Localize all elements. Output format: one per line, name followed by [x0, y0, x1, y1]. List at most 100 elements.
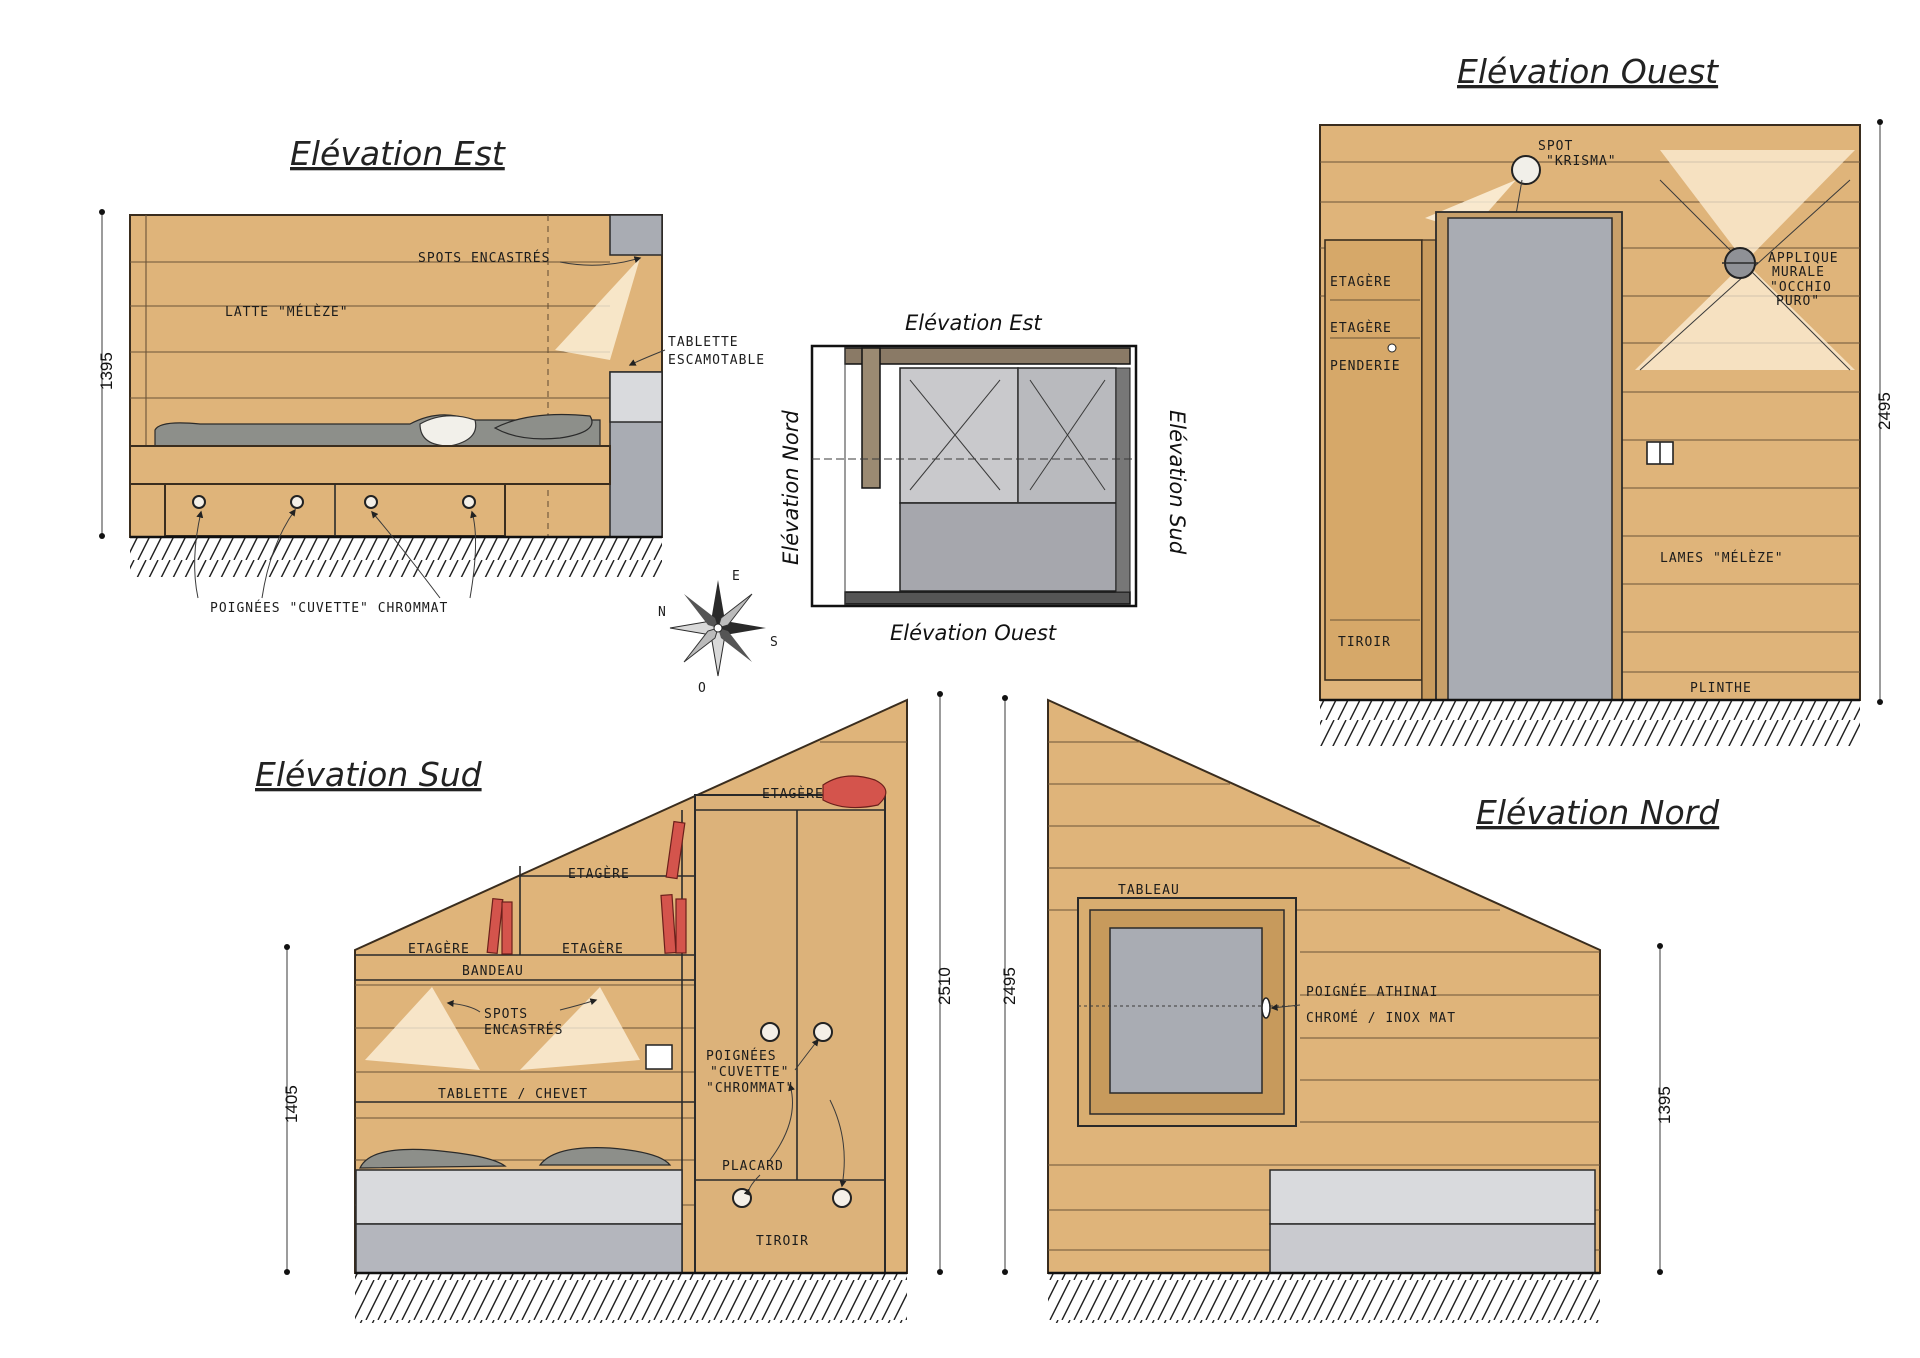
label-poignee-nord-2: CHROMÉ / INOX MAT	[1306, 1010, 1456, 1026]
label-latte-est: LATTE "MÉLÈZE"	[225, 304, 349, 320]
label-penderie: PENDERIE	[1330, 359, 1401, 374]
label-poignees-sud-2: "CUVETTE"	[710, 1065, 789, 1080]
label-tablette-chevet: TABLETTE / CHEVET	[438, 1087, 588, 1102]
dimension-nord-right: 1395	[1655, 943, 1674, 1275]
label-spot-1: SPOT	[1538, 139, 1573, 154]
plan-label-left: Elévation Nord	[779, 410, 803, 565]
label-bandeau: BANDEAU	[462, 964, 524, 979]
floor-plan: Elévation Est Elévation Ouest Elévation …	[779, 311, 1189, 645]
plan-closet	[899, 502, 1117, 592]
red-blanket	[822, 775, 887, 809]
label-tiroir-sud: TIROIR	[756, 1234, 809, 1249]
mattress-nord	[1269, 1169, 1596, 1225]
handle-sud-1	[760, 1022, 780, 1042]
window-handle-icon	[1261, 997, 1271, 1019]
label-etagere-top: ETAGÈRE	[762, 786, 824, 802]
label-etagere-ouest-2: ETAGÈRE	[1330, 320, 1392, 336]
dimension-sud-left-value: 1405	[282, 1085, 301, 1123]
label-plinthe: PLINTHE	[1690, 681, 1752, 696]
label-applique-1: APPLIQUE	[1768, 251, 1839, 266]
plan-bed	[899, 367, 1019, 504]
floor-hatch-est	[130, 537, 662, 577]
elevation-est: Elévation Est 1395	[97, 134, 765, 616]
window-glass-nord	[1109, 927, 1263, 1094]
label-etagere-mid: ETAGÈRE	[568, 866, 630, 882]
plan-label-bottom: Elévation Ouest	[890, 621, 1057, 645]
label-spots-sud-1: SPOTS	[484, 1007, 528, 1022]
elevation-ouest-title: Elévation Ouest	[1457, 52, 1719, 91]
elevation-nord-title: Elévation Nord	[1476, 793, 1720, 832]
dimension-est-value: 1395	[97, 352, 116, 390]
label-lames: LAMES "MÉLÈZE"	[1660, 550, 1784, 566]
label-applique-3: "OCCHIO	[1770, 280, 1832, 295]
label-etagere-ouest-1: ETAGÈRE	[1330, 274, 1392, 290]
handle-sud-2	[813, 1022, 833, 1042]
switch-sud-icon	[645, 1044, 673, 1070]
closet-top-est	[609, 214, 663, 256]
book-red-4	[486, 897, 504, 955]
dimension-ouest-height: 2495	[1875, 119, 1894, 705]
book-red-2	[660, 894, 677, 954]
label-etagere-left: ETAGÈRE	[408, 941, 470, 957]
pillow-white-est	[419, 415, 477, 447]
light-glow-top	[1660, 150, 1855, 262]
label-applique-2: MURALE	[1772, 265, 1825, 280]
spot-light-cone-est	[555, 258, 640, 360]
floor-hatch-nord	[1048, 1273, 1600, 1323]
handle-est-4	[462, 495, 476, 509]
dimension-sud-right: 2510	[935, 691, 954, 1275]
elevation-est-title: Elévation Est	[290, 134, 506, 173]
compass-e: E	[732, 569, 741, 584]
wardrobe-sud	[694, 794, 886, 1274]
spot-krisma-icon	[1511, 155, 1541, 185]
handle-est-1	[192, 495, 206, 509]
leader-lines-sud	[446, 998, 847, 1196]
pillow-grey-est	[493, 413, 593, 440]
handle-est-2	[290, 495, 304, 509]
dimension-nord-left: 2495	[1000, 695, 1019, 1275]
label-tiroir-ouest: TIROIR	[1338, 635, 1391, 650]
compass-s: S	[770, 635, 779, 650]
label-tableau: TABLEAU	[1118, 883, 1180, 898]
compass-o: O	[698, 681, 707, 696]
elevation-sud-title: Elévation Sud	[255, 755, 483, 794]
label-spots-sud-2: ENCASTRÉS	[484, 1022, 563, 1038]
dimension-nord-left-value: 2495	[1000, 967, 1019, 1005]
label-poignees-est: POIGNÉES "CUVETTE" CHROMMAT	[210, 600, 448, 616]
plan-wall-left-thick	[861, 347, 881, 489]
pillow-sud-1	[359, 1148, 507, 1169]
plan-details	[812, 348, 1136, 604]
plan-wall-bottom	[844, 591, 1131, 605]
light-glow-bottom	[1635, 262, 1855, 370]
handle-est-3	[364, 495, 378, 509]
book-red-3	[675, 898, 687, 954]
mattress-sud	[355, 1169, 683, 1225]
plan-wall-top	[844, 347, 1131, 365]
plan-label-right: Elévation Sud	[1165, 410, 1189, 555]
plan-wall-right	[1115, 367, 1131, 593]
shelves-sud	[355, 810, 695, 1273]
wardrobe-ouest	[1324, 239, 1423, 681]
dimension-sud-right-value: 2510	[935, 967, 954, 1005]
bed-base-nord	[1269, 1223, 1596, 1274]
plan-label-top: Elévation Est	[905, 311, 1042, 335]
door-ouest	[1447, 217, 1613, 701]
bed-base-sud	[355, 1223, 683, 1274]
floor-hatch-ouest	[1320, 700, 1860, 746]
label-spots-est: SPOTS ENCASTRÉS	[418, 250, 550, 266]
label-tablette-est-2: ESCAMOTABLE	[668, 353, 765, 368]
compass-rose: N E S O	[658, 569, 779, 696]
handle-sud-4	[832, 1188, 852, 1208]
label-spot-2: "KRISMA"	[1546, 154, 1617, 169]
pillow-sud-2	[538, 1147, 672, 1166]
compass-n: N	[658, 605, 667, 620]
label-poignees-sud-1: POIGNÉES	[706, 1048, 777, 1064]
dimension-sud-left: 1405	[282, 944, 301, 1275]
bed-frame-est	[129, 445, 611, 485]
book-red-1	[665, 820, 686, 880]
label-tablette-est-1: TABLETTE	[668, 335, 739, 350]
elevation-ouest: Elévation Ouest 2495	[1319, 52, 1894, 746]
leader-lines-est	[194, 256, 666, 599]
dimension-nord-right-value: 1395	[1655, 1086, 1674, 1124]
